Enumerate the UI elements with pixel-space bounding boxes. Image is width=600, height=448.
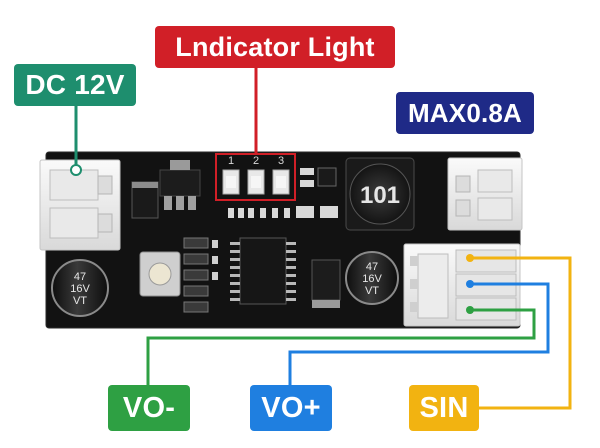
vo-plus-label: VO+ <box>250 385 332 431</box>
led-number-3: 3 <box>278 155 284 167</box>
top-right-connector <box>447 157 523 231</box>
cap-right-marking-1: 47 <box>366 261 378 273</box>
controller-ic <box>230 237 296 305</box>
cap-left-marking-3: VT <box>73 295 87 307</box>
led-number-1: 1 <box>228 155 234 167</box>
ceramic-capacitors <box>183 237 218 313</box>
cap-left-marking-2: 16V <box>70 283 90 295</box>
sin-leader-line <box>470 256 572 410</box>
push-button <box>139 251 181 297</box>
voltage-regulator <box>159 160 201 210</box>
cap-right-marking-2: 16V <box>362 273 382 285</box>
vo-minus-leader-line <box>146 308 536 385</box>
capacitor-left: 47 16V VT <box>51 259 109 317</box>
transistor <box>311 259 341 301</box>
vo-minus-label: VO- <box>108 385 190 431</box>
dc-input-label: DC 12V <box>14 64 136 106</box>
sin-label: SIN <box>409 385 479 431</box>
indicator-leds: 1 2 3 <box>222 155 290 195</box>
led-number-2: 2 <box>253 155 259 167</box>
power-inductor: 101 <box>345 157 415 231</box>
smd-resistors <box>228 167 338 218</box>
capacitor-right: 47 16V VT <box>345 251 399 305</box>
dc-input-connector <box>39 159 121 251</box>
cap-left-marking-1: 47 <box>74 271 86 283</box>
cap-right-marking-3: VT <box>365 285 379 297</box>
vo-plus-leader-line <box>288 282 550 385</box>
max-current-label: MAX0.8A <box>396 92 534 134</box>
indicator-light-label: Lndicator Light <box>155 26 395 68</box>
inductor-marking: 101 <box>360 182 400 209</box>
